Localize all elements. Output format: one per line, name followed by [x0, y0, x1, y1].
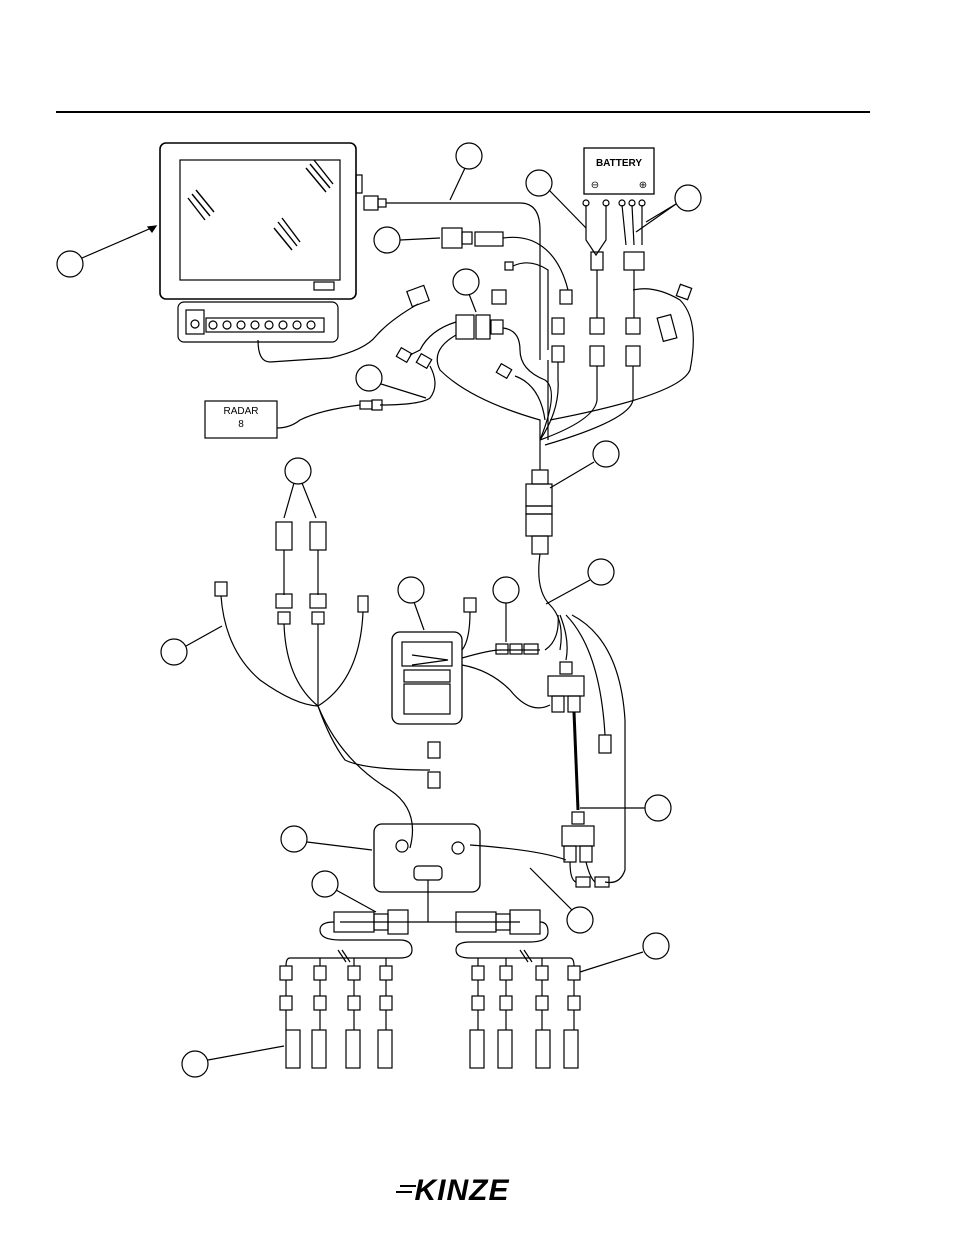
row-harness-left [280, 950, 412, 1068]
battery-label: BATTERY [596, 158, 642, 169]
battery: BATTERY ⊖ ⊕ [584, 148, 654, 194]
callout-sensors [284, 458, 316, 518]
sensor-branch [215, 522, 440, 848]
callout-radar-cable [356, 365, 426, 398]
trunk-connector [526, 440, 561, 650]
battery-negative-icon: ⊖ [591, 180, 599, 191]
radar-label: RADAR [223, 406, 258, 417]
hitch-harness [392, 598, 625, 887]
screen-glare-marks [188, 160, 333, 250]
seed-module [320, 824, 548, 950]
callout-left-extension [312, 871, 376, 912]
callout-battery-neg [526, 170, 586, 228]
callout-seed-module [281, 826, 372, 852]
radar-indicator: 8 [238, 419, 244, 430]
callout-ecu [398, 577, 424, 630]
callout-power-connector [453, 269, 479, 312]
battery-positive-icon: ⊕ [639, 180, 647, 191]
callout-trunk [550, 441, 619, 488]
callout-harness-a [450, 143, 482, 200]
radar-unit: RADAR 8 [205, 401, 277, 438]
logo-text: KINZE [415, 1174, 510, 1207]
callouts [57, 143, 701, 1077]
callout-ecu-lead [493, 577, 519, 642]
monitor-keypad [178, 302, 338, 342]
row-harness-right [456, 950, 580, 1068]
callout-row-sensor [182, 1046, 284, 1077]
callout-battery-pos [636, 185, 701, 232]
callout-plug [374, 227, 440, 253]
callout-monitor [57, 226, 156, 277]
kinze-logo: KINZE [396, 1174, 510, 1207]
callout-sensor-harness [161, 626, 222, 665]
tractor-harness [258, 196, 693, 445]
monitor [160, 143, 362, 299]
callout-hitch [546, 559, 614, 604]
callout-row-connector [580, 933, 669, 972]
